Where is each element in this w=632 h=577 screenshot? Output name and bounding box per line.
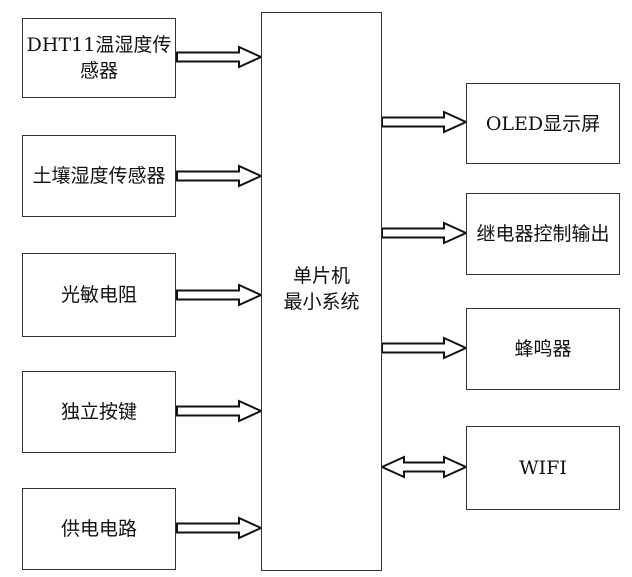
input-block-label: 供电电路 bbox=[60, 518, 137, 540]
output-block-wifi: WIFI bbox=[466, 426, 620, 510]
output-block-label: WIFI bbox=[519, 457, 567, 479]
output-block-label: OLED显示屏 bbox=[485, 112, 601, 135]
input-block-dht11: DHT11温湿度传 感器 bbox=[22, 18, 176, 98]
arrow-input-4 bbox=[176, 516, 264, 540]
input-block-label: DHT11温湿度传 感器 bbox=[26, 34, 172, 82]
output-block-label: 继电器控制输出 bbox=[476, 223, 610, 245]
mcu-block: 单片机 最小系统 bbox=[261, 12, 382, 571]
input-block-label: 土壤湿度传感器 bbox=[32, 165, 166, 187]
arrow-output-2 bbox=[381, 336, 469, 360]
output-block-buzzer: 蜂鸣器 bbox=[466, 308, 620, 390]
input-block-label: 光敏电阻 bbox=[60, 284, 137, 306]
arrow-input-1 bbox=[176, 164, 264, 188]
input-block-label: 独立按键 bbox=[60, 401, 137, 423]
arrow-wifi-bidirectional bbox=[379, 455, 469, 479]
arrow-input-0 bbox=[176, 45, 264, 69]
arrow-output-0 bbox=[381, 110, 469, 134]
input-block-power: 供电电路 bbox=[22, 488, 176, 570]
mcu-label: 单片机 最小系统 bbox=[283, 265, 360, 313]
input-block-soil-sensor: 土壤湿度传感器 bbox=[22, 135, 176, 217]
arrow-input-3 bbox=[176, 399, 264, 423]
input-block-buttons: 独立按键 bbox=[22, 371, 176, 453]
input-block-photoresistor: 光敏电阻 bbox=[22, 253, 176, 337]
output-block-relay: 继电器控制输出 bbox=[466, 193, 620, 275]
arrow-output-1 bbox=[381, 221, 469, 245]
output-block-label: 蜂鸣器 bbox=[514, 338, 572, 360]
output-block-oled: OLED显示屏 bbox=[466, 83, 620, 164]
arrow-input-2 bbox=[176, 283, 264, 307]
